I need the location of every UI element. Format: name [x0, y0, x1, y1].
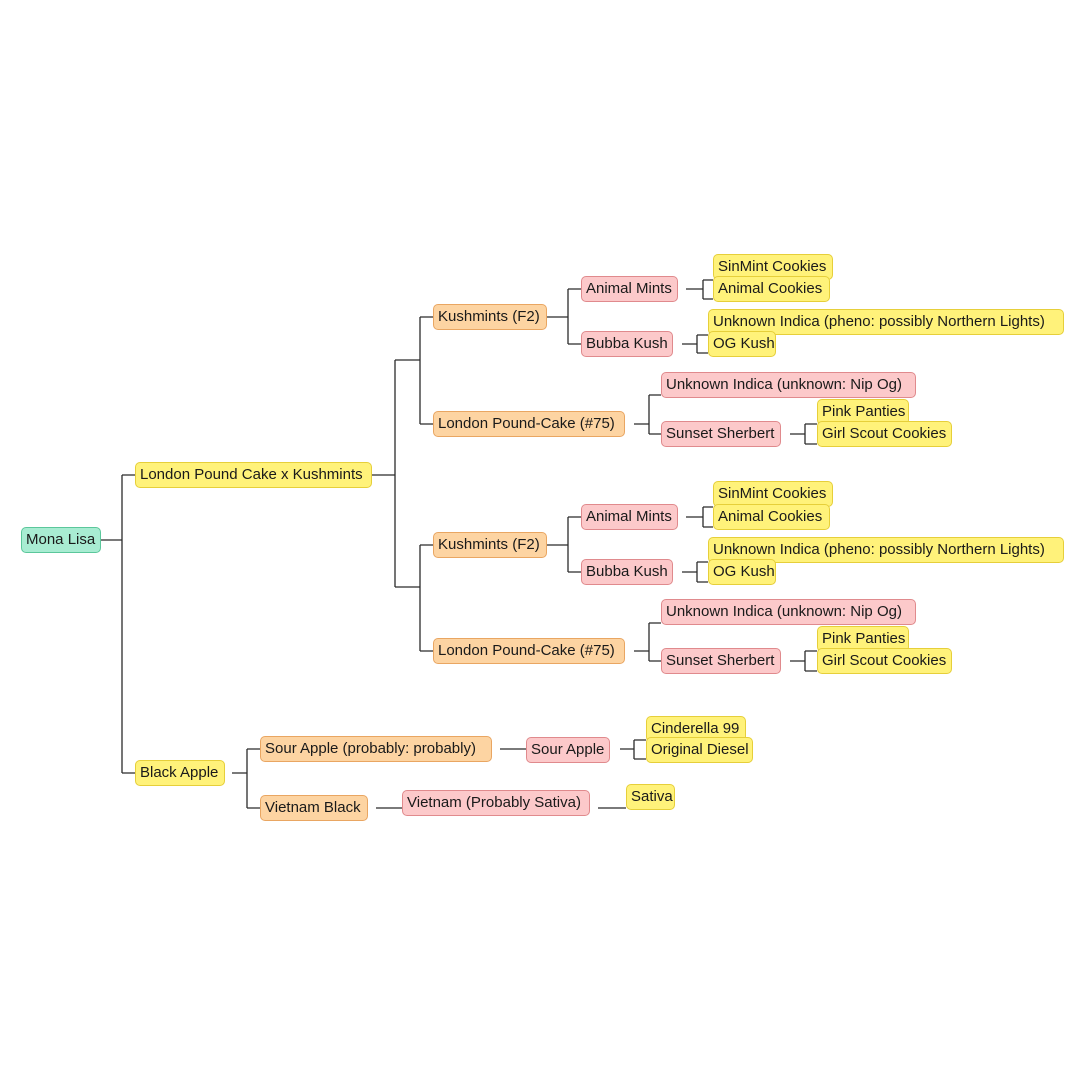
node-unknown-indica-pheno-a[interactable]: Unknown Indica (pheno: possibly Northern… [708, 309, 1064, 335]
connector-animal-mints-b [686, 506, 713, 528]
node-sunset-sherbert-a[interactable]: Sunset Sherbert [661, 421, 781, 447]
node-unknown-indica-pheno-b[interactable]: Unknown Indica (pheno: possibly Northern… [708, 537, 1064, 563]
node-sativa[interactable]: Sativa [626, 784, 675, 810]
node-london-pound-cake-75-b[interactable]: London Pound-Cake (#75) [433, 638, 625, 664]
node-black-apple[interactable]: Black Apple [135, 760, 225, 786]
node-vietnam-probably-sativa[interactable]: Vietnam (Probably Sativa) [402, 790, 590, 816]
node-london-pound-cake-x-kushmints[interactable]: London Pound Cake x Kushmints [135, 462, 372, 488]
node-bubba-kush-b[interactable]: Bubba Kush [581, 559, 673, 585]
connector-animal-mints-a [686, 279, 713, 300]
connector-kushmints-a [547, 288, 581, 345]
node-og-kush-a[interactable]: OG Kush [708, 331, 776, 357]
connector-sunset-a [790, 423, 817, 445]
node-sunset-sherbert-b[interactable]: Sunset Sherbert [661, 648, 781, 674]
node-sour-apple-probably[interactable]: Sour Apple (probably: probably) [260, 736, 492, 762]
node-girl-scout-cookies-b[interactable]: Girl Scout Cookies [817, 648, 952, 674]
connector-lpc-a [634, 394, 661, 435]
node-og-kush-b[interactable]: OG Kush [708, 559, 776, 585]
node-pink-panties-b[interactable]: Pink Panties [817, 626, 909, 652]
node-girl-scout-cookies-a[interactable]: Girl Scout Cookies [817, 421, 952, 447]
node-bubba-kush-a[interactable]: Bubba Kush [581, 331, 673, 357]
connector-branch-a [419, 316, 433, 425]
node-sinmint-cookies-a[interactable]: SinMint Cookies [713, 254, 833, 280]
node-unknown-indica-nip-og-b[interactable]: Unknown Indica (unknown: Nip Og) [661, 599, 916, 625]
connector-bubba-kush-a [682, 334, 708, 354]
connector-lpckm [372, 359, 420, 588]
connector-branch-b [419, 544, 433, 652]
connector-kushmints-b [547, 516, 581, 573]
connector-sour-apple [620, 739, 646, 760]
node-animal-mints-b[interactable]: Animal Mints [581, 504, 678, 530]
node-pink-panties-a[interactable]: Pink Panties [817, 399, 909, 425]
node-animal-cookies-a[interactable]: Animal Cookies [713, 276, 830, 302]
node-vietnam-black[interactable]: Vietnam Black [260, 795, 368, 821]
connector-root [100, 474, 135, 774]
node-kushmints-f2-a[interactable]: Kushmints (F2) [433, 304, 547, 330]
connector-sunset-b [790, 650, 817, 672]
node-sour-apple[interactable]: Sour Apple [526, 737, 610, 763]
node-animal-mints-a[interactable]: Animal Mints [581, 276, 678, 302]
node-animal-cookies-b[interactable]: Animal Cookies [713, 504, 830, 530]
node-london-pound-cake-75-a[interactable]: London Pound-Cake (#75) [433, 411, 625, 437]
node-kushmints-f2-b[interactable]: Kushmints (F2) [433, 532, 547, 558]
node-unknown-indica-nip-og-a[interactable]: Unknown Indica (unknown: Nip Og) [661, 372, 916, 398]
connector-bubba-kush-b [682, 561, 708, 583]
node-original-diesel[interactable]: Original Diesel [646, 737, 753, 763]
connector-lpc-b [634, 622, 661, 662]
node-mona-lisa[interactable]: Mona Lisa [21, 527, 101, 553]
connector-black-apple [232, 748, 260, 809]
